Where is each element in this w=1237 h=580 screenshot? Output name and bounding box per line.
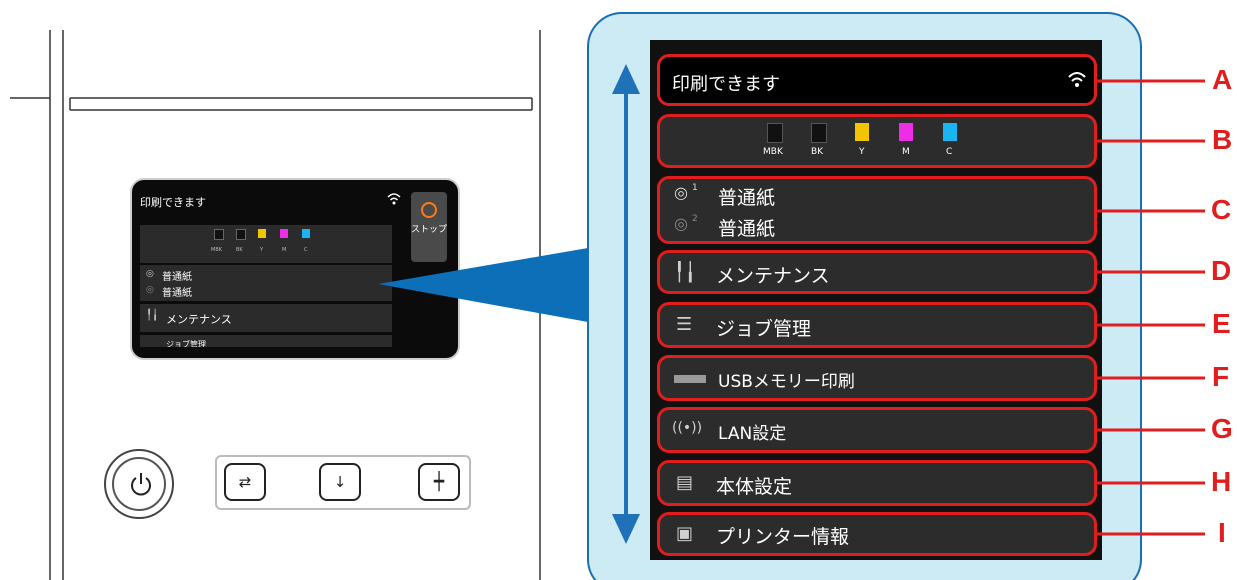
ink-y-tank [855, 123, 869, 141]
printer-info-icon: ▣ [676, 523, 694, 544]
wifi-icon [1068, 72, 1086, 87]
callout-i: I [1218, 517, 1226, 548]
small-ink-y [258, 229, 266, 238]
ink-label-mbk: MBK [763, 147, 783, 157]
scroll-up-arrow-head [612, 64, 640, 94]
callout-b: B [1212, 124, 1233, 155]
small-paper-source-1-icon: ◎ [146, 269, 154, 279]
small-maintenance-icon: ╿╽ [146, 310, 159, 321]
stop-icon [421, 202, 437, 218]
small-ink-label-m: M [282, 247, 287, 253]
paper-source-2-icon: ◎ [674, 214, 688, 233]
menu-label-device-settings: 本体設定 [716, 476, 793, 498]
small-ink-mbk [214, 229, 224, 240]
paper-cut-button[interactable]: ┿ [418, 463, 460, 501]
small-maintenance-row: ╿╽ メンテナンス [140, 304, 392, 332]
small-ink-label-y: Y [260, 247, 264, 253]
ink-label-m: M [902, 147, 910, 157]
small-ink-label-mbk: MBK [211, 247, 223, 253]
paper-source-1-icon: ◎ [674, 183, 688, 202]
paper-feed-switch-button[interactable]: ⇄ [224, 463, 266, 501]
menu-item-usb-print[interactable]: USBメモリー印刷 [657, 355, 1097, 401]
small-ink-row: MBK BK Y M C [140, 225, 392, 263]
callout-c: C [1211, 194, 1232, 225]
callout-e: E [1212, 308, 1231, 339]
wireless-lan-icon: ((•)) [672, 420, 703, 436]
ink-label-y: Y [859, 147, 865, 157]
callout-h: H [1211, 466, 1232, 497]
small-ink-label-c: C [304, 247, 308, 253]
paper-source-1-number: 1 [692, 183, 698, 193]
small-paper-2: 普通紙 [162, 288, 192, 299]
small-status-text: 印刷できます [140, 196, 206, 209]
small-paper-1: 普通紙 [162, 272, 192, 283]
usb-drive-icon [674, 375, 706, 383]
small-paper-source-2-icon: ◎ [146, 285, 154, 295]
status-bar: 印刷できます [657, 54, 1097, 106]
paper-source-row[interactable]: ◎ 1 普通紙 ◎ 2 普通紙 [657, 176, 1097, 244]
ink-bk-tank [811, 123, 827, 143]
status-text: 印刷できます [672, 74, 780, 95]
callout-f: F [1212, 361, 1230, 392]
power-icon [131, 473, 151, 496]
menu-label-usb-print: USBメモリー印刷 [718, 372, 855, 392]
ink-label-c: C [946, 147, 953, 157]
small-job-label: ジョブ管理 [166, 340, 206, 347]
stop-label: ストップ [411, 225, 448, 235]
paper-source-2-label: 普通紙 [718, 218, 776, 240]
paper-feed-button[interactable]: ↓ [319, 463, 361, 501]
ink-level-row[interactable]: MBK BK Y M C [657, 114, 1097, 168]
ink-mbk-tank [767, 123, 783, 143]
maintenance-tools-icon: ╿╽ [674, 262, 696, 283]
small-ink-m [280, 229, 288, 238]
menu-label-printer-info: プリンター情報 [716, 526, 850, 548]
small-paper-row: ◎ 普通紙 ◎ 普通紙 [140, 265, 392, 301]
small-wifi-icon [387, 193, 401, 205]
callout-a: A [1212, 64, 1233, 95]
menu-item-maintenance[interactable]: ╿╽ メンテナンス [657, 250, 1097, 294]
small-maintenance-label: メンテナンス [166, 313, 232, 326]
paper-feed-icon: ↓ [333, 473, 347, 491]
small-job-row: ジョブ管理 [140, 335, 392, 347]
power-button[interactable] [104, 449, 174, 519]
small-ink-label-bk: BK [236, 247, 243, 253]
zoom-ray [378, 248, 588, 322]
scroll-down-arrow-head [612, 514, 640, 544]
ink-m-tank [899, 123, 913, 141]
device-settings-icon: ▤ [676, 472, 694, 493]
paper-source-1-label: 普通紙 [718, 187, 776, 209]
stop-button[interactable]: ストップ [411, 192, 447, 262]
paper-feed-switch-icon: ⇄ [238, 473, 252, 491]
menu-label-job-management: ジョブ管理 [716, 318, 812, 340]
printer-touch-screen: 印刷できます MBK BK Y M C ◎ 普通紙 ◎ 普通紙 ╿╽ メンテナン… [130, 178, 460, 360]
menu-item-device-settings[interactable]: ▤ 本体設定 [657, 460, 1097, 506]
small-ink-c [302, 229, 310, 238]
menu-label-maintenance: メンテナンス [716, 265, 830, 287]
small-ink-bk [236, 229, 246, 240]
menu-item-printer-info[interactable]: ▣ プリンター情報 [657, 512, 1097, 556]
menu-label-lan-settings: LAN設定 [718, 424, 787, 444]
paper-cut-icon: ┿ [433, 472, 445, 492]
callout-d: D [1211, 255, 1232, 286]
paper-source-2-number: 2 [692, 214, 698, 224]
menu-item-lan-settings[interactable]: ((•)) LAN設定 [657, 407, 1097, 453]
job-list-icon: ☰ [676, 314, 693, 335]
callout-g: G [1211, 413, 1233, 444]
ink-label-bk: BK [811, 147, 824, 157]
ink-c-tank [943, 123, 957, 141]
hardware-button-bar [215, 455, 471, 510]
menu-item-job-management[interactable]: ☰ ジョブ管理 [657, 302, 1097, 348]
